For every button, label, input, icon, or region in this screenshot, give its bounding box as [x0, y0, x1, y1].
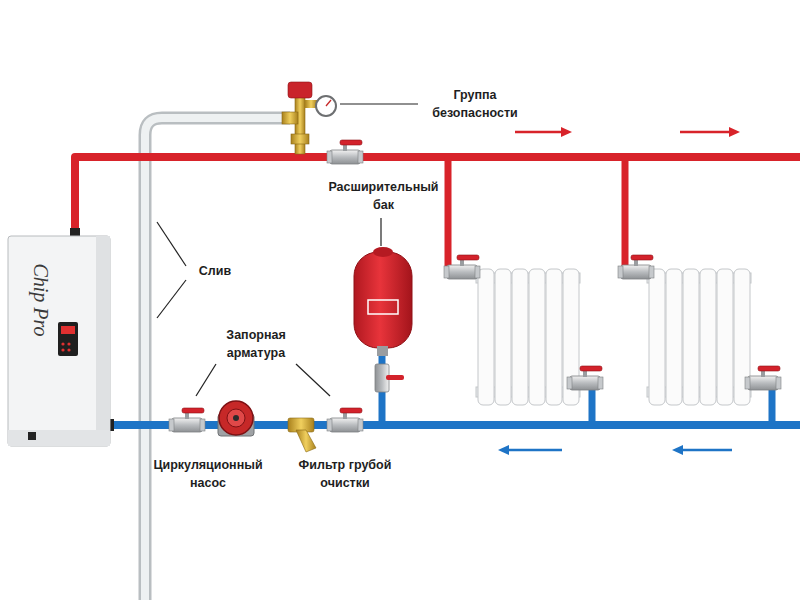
callout-label: Группа безопасности	[425, 86, 525, 122]
callout-label: Расширительный бак	[326, 178, 441, 214]
callout-label: Запорная арматура	[216, 326, 296, 362]
callout-label: Фильтр грубой очистки	[290, 456, 400, 492]
brand-logo: Chip Pro	[29, 263, 52, 336]
callout-label: Слив	[190, 262, 240, 280]
callout-label: Циркуляционный насос	[153, 456, 263, 492]
